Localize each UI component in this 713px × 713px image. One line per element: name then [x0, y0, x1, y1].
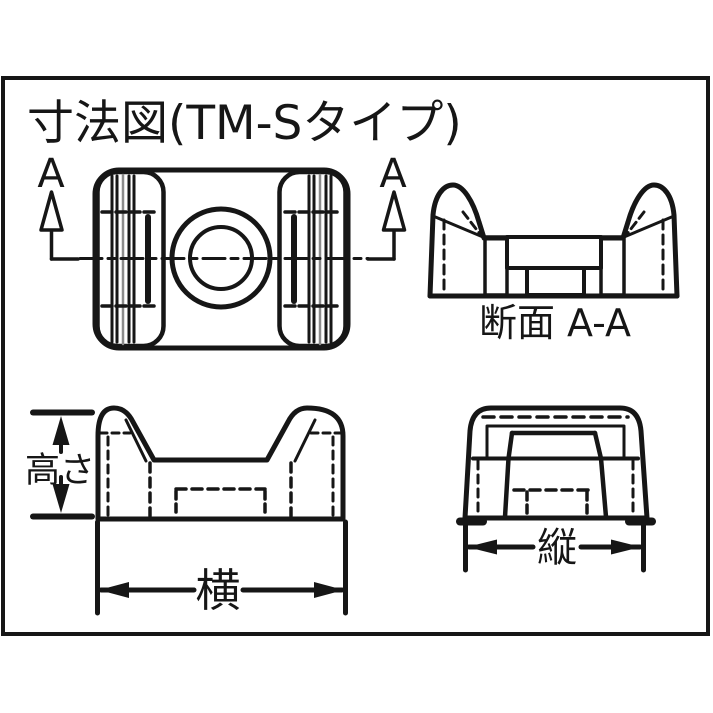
depth-label: 縦: [537, 525, 577, 571]
width-label: 横: [195, 564, 240, 617]
section-caption: 断面 A-A: [479, 301, 631, 345]
hump-inner-edge: [293, 418, 317, 463]
arrow-up-icon: [52, 416, 70, 445]
hump-inner-edge: [124, 418, 148, 463]
plan-view: A A: [37, 151, 407, 351]
depth-dimension: 縦: [463, 521, 646, 573]
tunnel-side-edge: [506, 430, 515, 461]
tunnel-side-edge: [592, 430, 604, 461]
section-marker-right-label: A: [379, 151, 407, 197]
front-outline: [95, 405, 346, 522]
hidden-line: [625, 210, 646, 236]
tunnel-side-edge: [502, 456, 511, 520]
side-view: 縦: [456, 405, 656, 573]
section-marker-left-label: A: [37, 151, 65, 197]
through-hole-rect: [525, 266, 586, 297]
section-arrow-up-icon: [39, 190, 64, 232]
height-label: 高さ: [25, 451, 95, 491]
hatch-cap-right: [622, 184, 676, 239]
section-arrow-up-icon: [381, 190, 407, 232]
section-view: 断面 A-A: [427, 182, 680, 345]
arrow-left-icon: [99, 582, 129, 598]
arrow-down-icon: [52, 484, 70, 513]
arrow-left-icon: [467, 539, 497, 555]
section-marker-left: A: [37, 151, 80, 261]
width-dimension: 横: [95, 519, 348, 617]
counterbore-rect: [505, 235, 603, 270]
hidden-line: [461, 210, 482, 236]
tunnel-side-edge: [598, 456, 609, 520]
drawing-frame: [1, 76, 710, 636]
hatch-cap-left: [431, 184, 485, 239]
arrow-right-icon: [611, 539, 641, 555]
front-view: 高さ 横: [25, 405, 348, 617]
section-marker-right: A: [366, 151, 407, 261]
arrow-right-icon: [314, 582, 344, 598]
drawing-title: 寸法図(TM-Sタイプ): [27, 96, 462, 151]
height-dimension: 高さ: [25, 409, 95, 520]
